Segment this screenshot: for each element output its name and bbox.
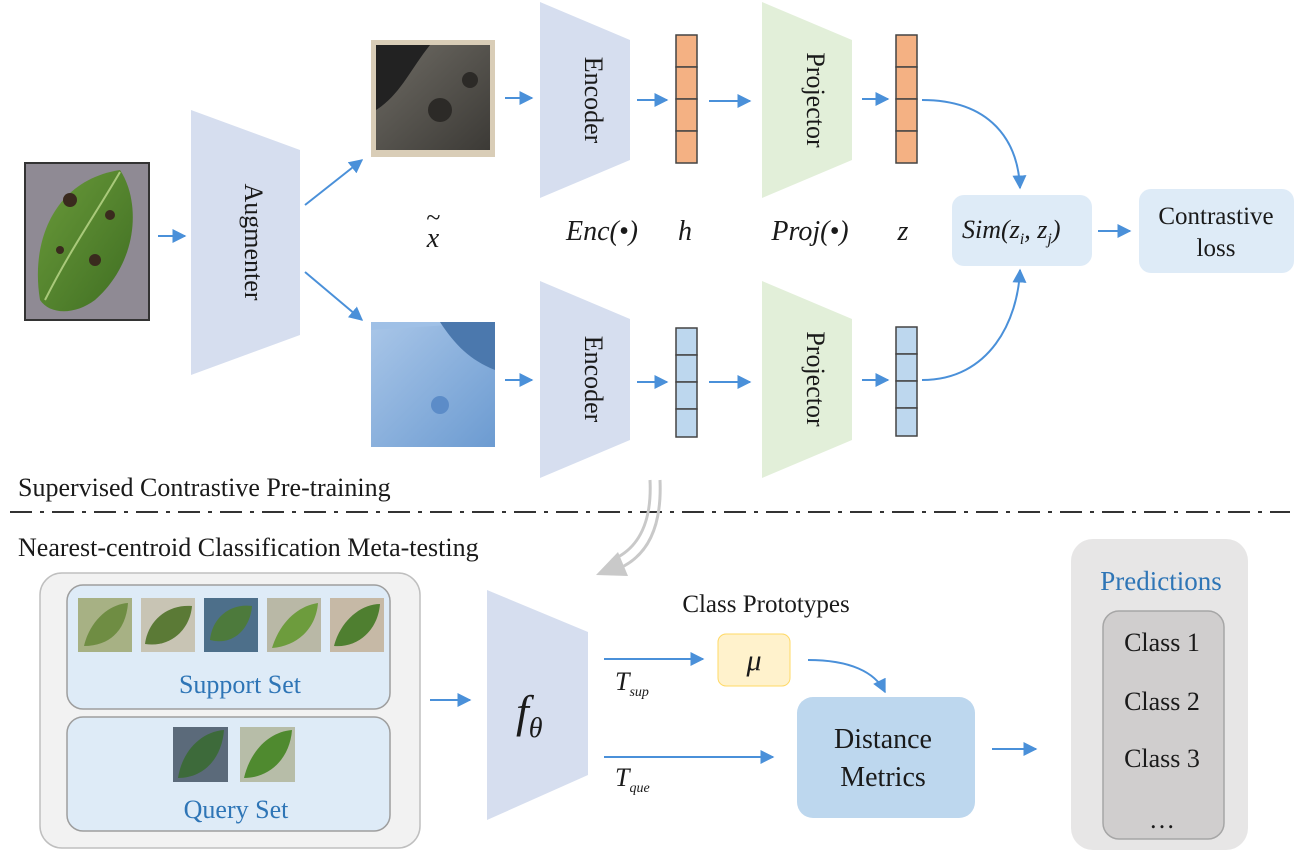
arrow-z-sim-top bbox=[921, 99, 1027, 190]
proj-label: Proj(•) bbox=[770, 216, 848, 247]
encoder-top: Encoder bbox=[540, 2, 630, 198]
support-set-label: Support Set bbox=[179, 670, 302, 699]
predictions-panel: Predictions Class 1 Class 2 Class 3 … bbox=[1071, 539, 1248, 850]
svg-text:Sim(zi, zj): Sim(zi, zj) bbox=[962, 215, 1060, 248]
h-label: h bbox=[678, 216, 692, 247]
mu-box: μ bbox=[717, 633, 791, 687]
class-item-ellipsis: … bbox=[1149, 805, 1175, 834]
transfer-arrow bbox=[596, 479, 662, 576]
svg-text:loss: loss bbox=[1197, 235, 1236, 262]
arrow-z-sim-bottom bbox=[921, 268, 1027, 381]
enc-label: Enc(•) bbox=[565, 216, 638, 247]
z-vector-bottom bbox=[895, 326, 918, 437]
projector-top: Projector bbox=[762, 2, 852, 198]
f-theta-block: fθ bbox=[487, 590, 588, 820]
metatesting-section-title: Nearest-centroid Classification Meta-tes… bbox=[18, 533, 479, 562]
svg-text:Metrics: Metrics bbox=[840, 762, 926, 793]
arrow-aug-bottom bbox=[304, 271, 364, 321]
leaf-image bbox=[24, 162, 150, 321]
projector-bottom: Projector bbox=[762, 281, 852, 478]
query-leaf-thumbnails bbox=[173, 727, 295, 782]
augmenter-label: Augmenter bbox=[239, 184, 268, 301]
encoder-label-bottom: Encoder bbox=[579, 336, 608, 423]
z-vector-top bbox=[895, 34, 918, 164]
projector-label-top: Projector bbox=[801, 52, 830, 148]
svg-text:Contrastive: Contrastive bbox=[1158, 203, 1273, 230]
h-vector-top bbox=[675, 34, 698, 164]
t-que-label: Tque bbox=[615, 763, 650, 796]
class-item: Class 2 bbox=[1124, 687, 1200, 716]
h-vector-bottom bbox=[675, 327, 698, 438]
z-label: z bbox=[897, 216, 909, 247]
encoder-bottom: Encoder bbox=[540, 281, 630, 478]
leaf-aug-blue bbox=[371, 322, 495, 447]
class-item: Class 1 bbox=[1124, 628, 1200, 657]
leaf-aug-dark bbox=[371, 40, 495, 157]
class-item: Class 3 bbox=[1124, 744, 1200, 773]
support-set-box: Support Set bbox=[66, 584, 391, 710]
predictions-title: Predictions bbox=[1100, 566, 1222, 596]
t-sup-label: Tsup bbox=[615, 667, 649, 700]
arrow-aug-top bbox=[304, 159, 364, 206]
similarity-box: Sim(zi, zj) bbox=[952, 195, 1092, 266]
distance-metrics-box: Distance Metrics bbox=[797, 697, 975, 818]
augmenter-block: Augmenter bbox=[191, 110, 300, 375]
support-leaf-thumbnails bbox=[78, 598, 384, 652]
pretraining-section-title: Supervised Contrastive Pre-training bbox=[18, 473, 391, 502]
class-prototypes-label: Class Prototypes bbox=[682, 591, 849, 618]
svg-text:Distance: Distance bbox=[834, 724, 932, 755]
query-set-label: Query Set bbox=[184, 795, 289, 824]
mu-symbol: μ bbox=[745, 644, 761, 677]
svg-text:x: x bbox=[426, 223, 440, 254]
svg-text:~: ~ bbox=[426, 203, 440, 232]
encoder-label-top: Encoder bbox=[579, 57, 608, 144]
arrow-mu-distance bbox=[807, 659, 886, 694]
x-tilde-symbol: ~ x bbox=[426, 203, 440, 254]
projector-label-bottom: Projector bbox=[801, 331, 830, 427]
contrastive-loss-box: Contrastive loss bbox=[1139, 189, 1294, 273]
query-set-box: Query Set bbox=[66, 716, 391, 832]
